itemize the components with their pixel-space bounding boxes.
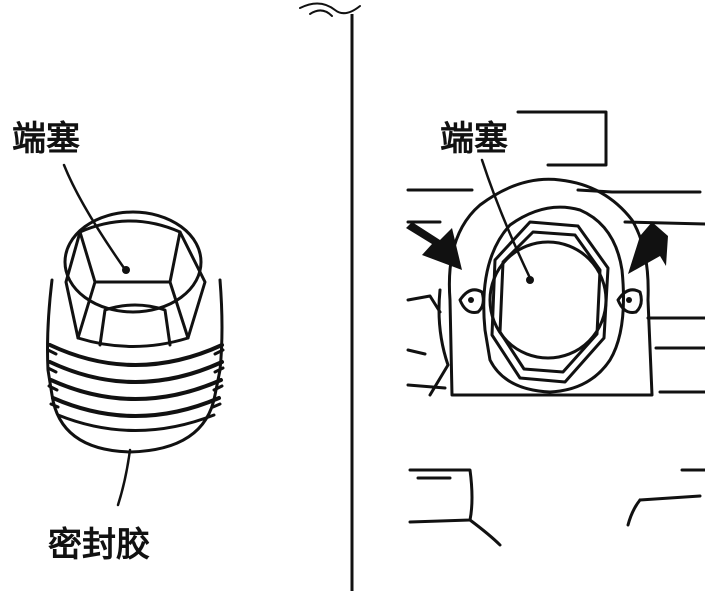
right-plug-leader-line [480,158,532,280]
right-plug-label: 端塞 [440,119,508,159]
arrow-left [406,222,462,270]
hex-plug-center-dot [526,276,534,284]
arrow-right [628,222,668,274]
sealant-label: 密封胶 [48,525,150,565]
ear-hole-left [468,297,474,303]
sealant-leader-line [116,448,132,507]
plug-leader-line [62,163,126,270]
housing-lines [406,110,705,397]
ear-hole-right [626,297,632,303]
threaded-plug [46,210,225,454]
right-panel: 端塞 [406,110,705,547]
hex-plug-top-view [488,220,610,384]
plug-label: 端塞 [12,119,80,159]
lower-lines [408,468,705,547]
fitting-boss [447,177,654,397]
left-panel: 端塞 密封胶 [12,119,225,565]
top-scribble [299,2,361,17]
